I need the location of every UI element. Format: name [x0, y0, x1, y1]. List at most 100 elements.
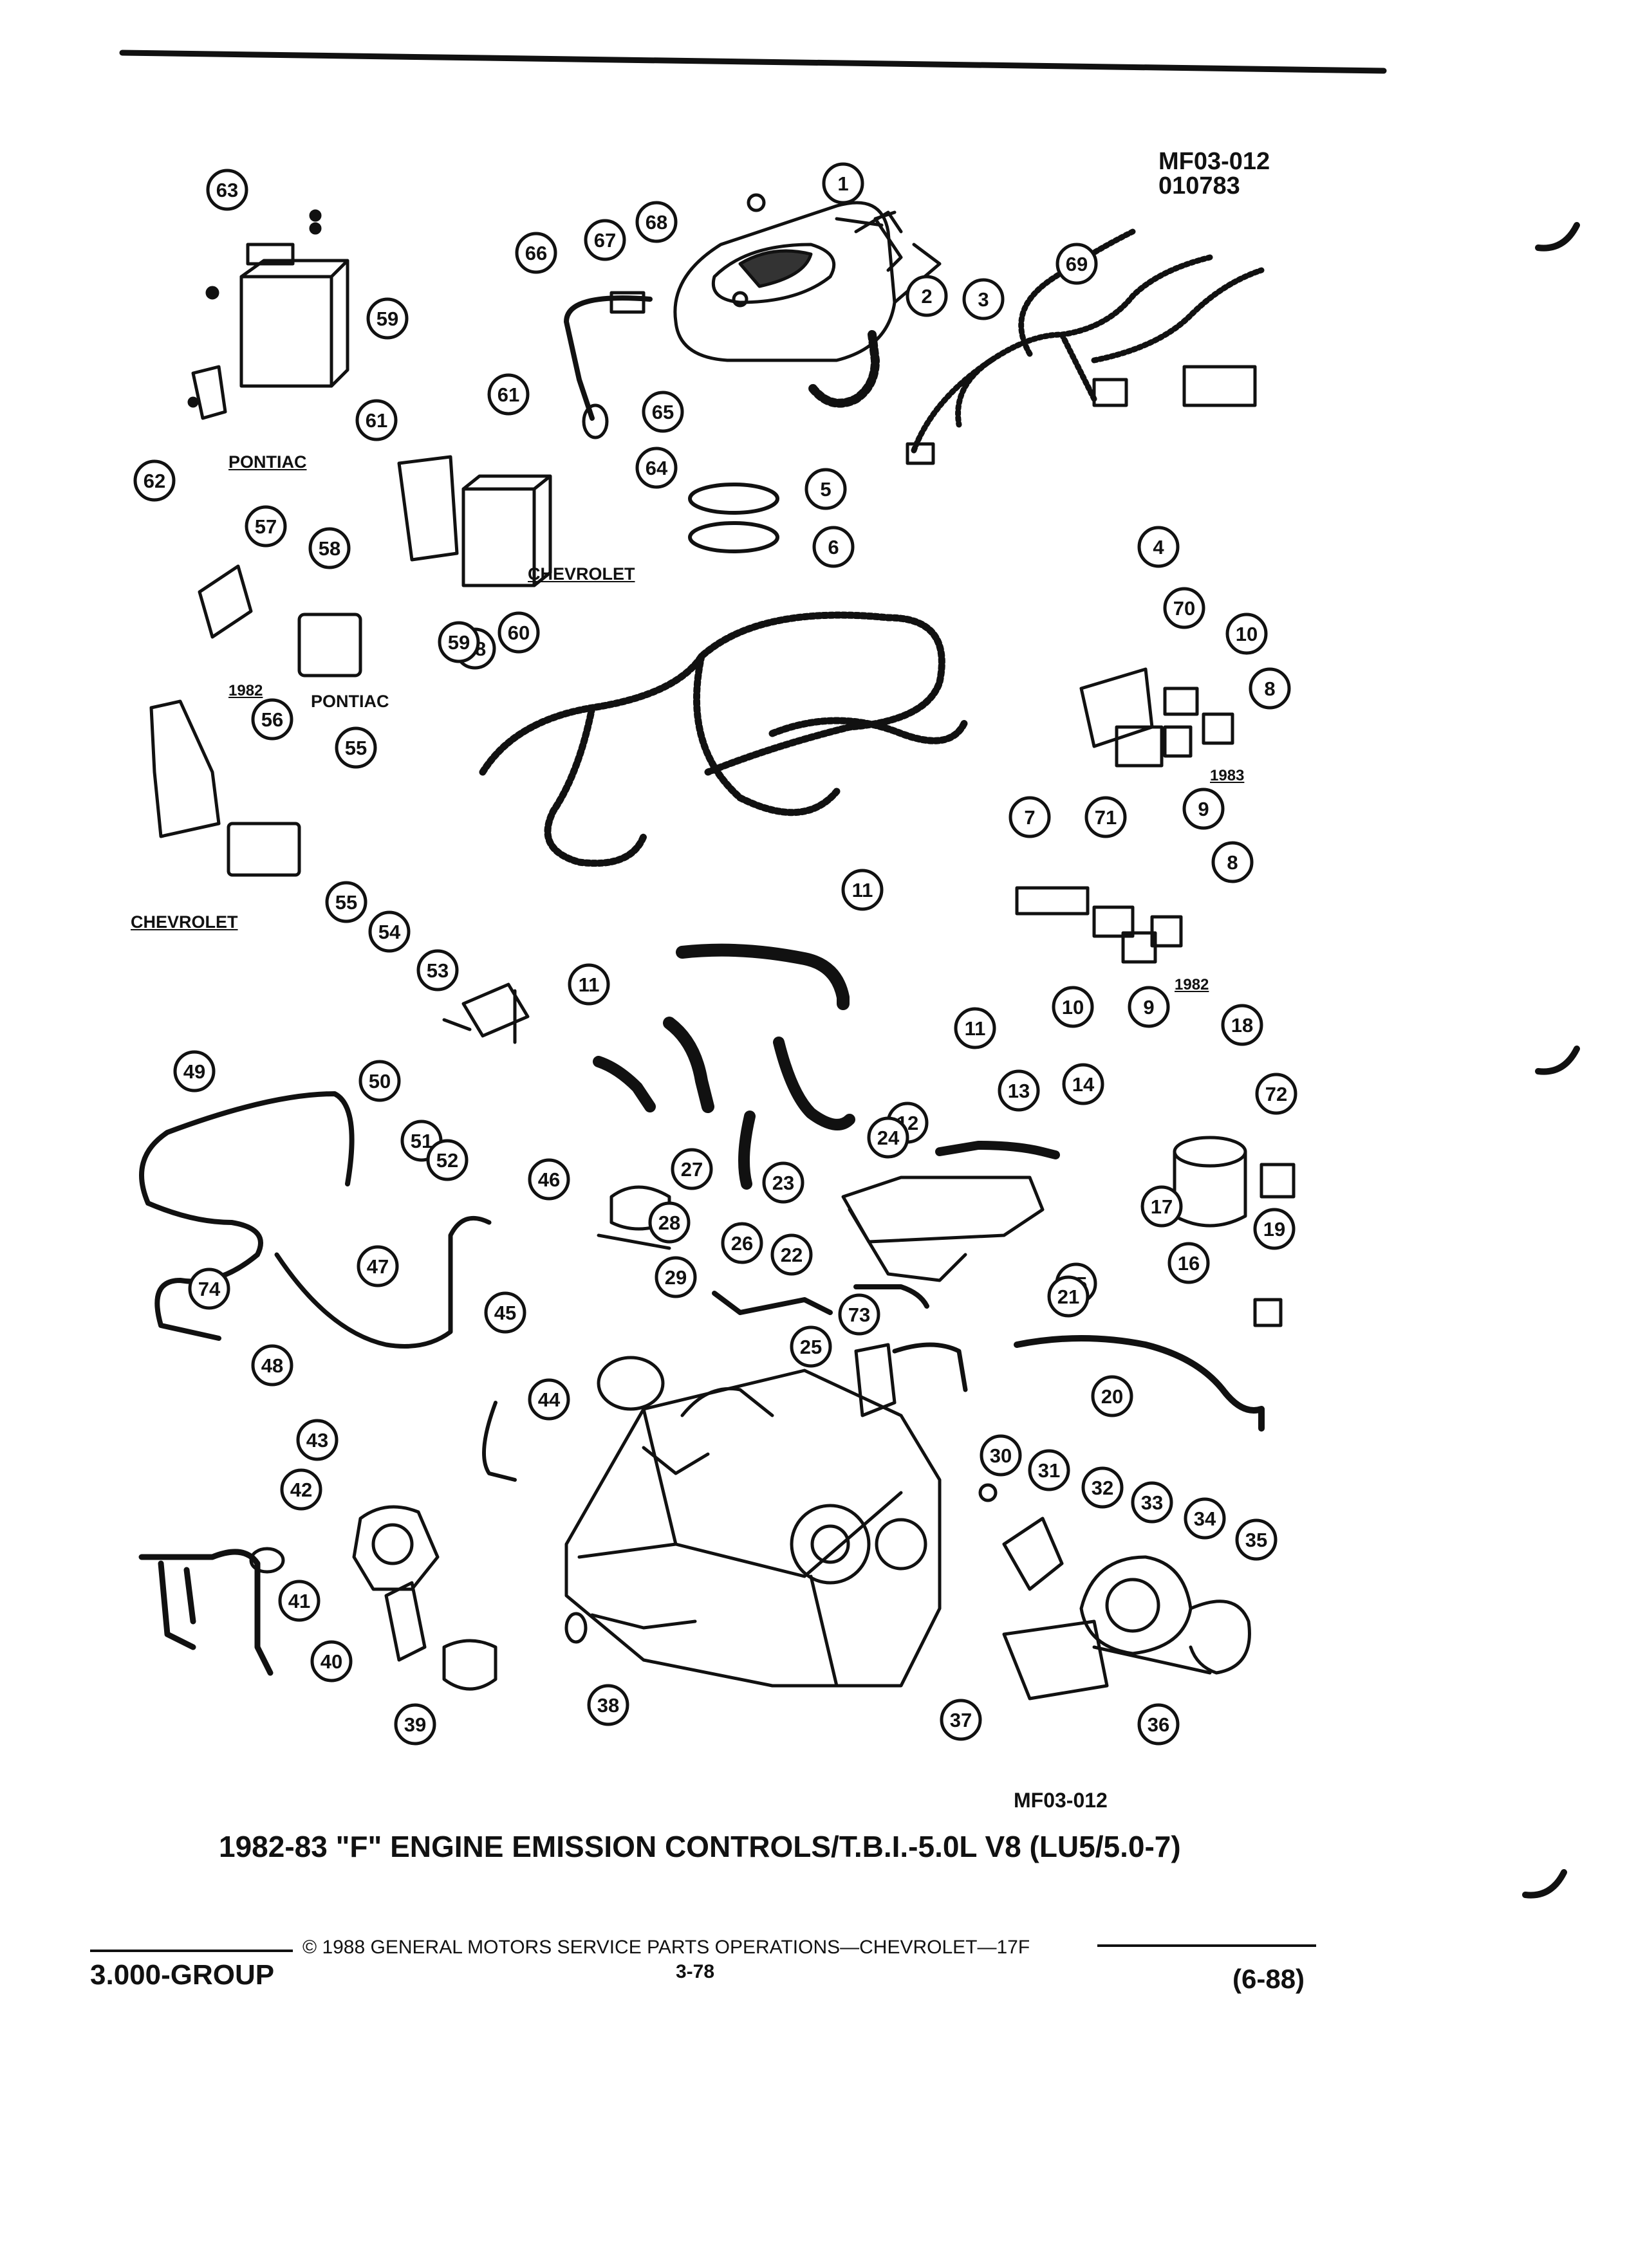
connector	[1092, 378, 1128, 407]
callout-71: 71	[1084, 796, 1127, 838]
pipe-41	[138, 1549, 274, 1676]
callout-circle	[278, 1580, 321, 1622]
callout-number: 48	[261, 1354, 283, 1377]
callout-number: 16	[1178, 1252, 1200, 1275]
callout-circle	[648, 1201, 691, 1244]
callout-54: 54	[368, 910, 411, 953]
callout-number: 21	[1057, 1286, 1079, 1308]
callout-46: 46	[528, 1158, 570, 1201]
callout-number: 72	[1265, 1083, 1287, 1105]
callout-number: 8	[1227, 851, 1238, 874]
callout-number: 52	[436, 1149, 458, 1172]
callout-10: 10	[1052, 986, 1094, 1028]
callout-number: 41	[288, 1590, 310, 1612]
callout-circle	[1062, 1063, 1104, 1105]
callout-11: 11	[954, 1007, 996, 1049]
air-pump-assembly	[1002, 1517, 1251, 1701]
gasket	[688, 483, 779, 515]
callout-number: 74	[198, 1278, 221, 1300]
sensor-wire-44	[482, 1401, 517, 1482]
callout-number: 37	[950, 1709, 972, 1731]
label-1983: 1983	[1210, 767, 1245, 784]
callout-number: 8	[1264, 678, 1275, 700]
callout-34: 34	[1184, 1497, 1226, 1540]
callout-circle	[867, 1116, 909, 1159]
callout-22: 22	[770, 1233, 813, 1276]
callout-number: 46	[538, 1168, 560, 1191]
callout-17: 17	[1140, 1185, 1183, 1228]
vacuum-connector-67	[609, 291, 646, 314]
engine-block	[564, 1356, 942, 1688]
callout-circle	[355, 399, 398, 441]
hose-12	[676, 943, 850, 1010]
callout-circle	[906, 275, 948, 317]
callout-number: 44	[538, 1388, 561, 1411]
callout-circle	[426, 1139, 469, 1181]
callout-number: 24	[877, 1127, 900, 1149]
callout-circle	[841, 869, 884, 911]
callout-59: 59	[366, 297, 409, 340]
callout-circle	[528, 1378, 570, 1421]
callout-14: 14	[1062, 1063, 1104, 1105]
footer-copyright: © 1988 GENERAL MOTORS SERVICE PARTS OPER…	[302, 1937, 1030, 1958]
callout-number: 3	[978, 288, 989, 311]
callout-circle	[245, 505, 287, 548]
callout-circle	[635, 447, 678, 489]
callout-24: 24	[867, 1116, 909, 1159]
bracket-40	[384, 1581, 427, 1662]
callout-circle	[251, 1344, 293, 1387]
hose-24	[773, 1037, 855, 1130]
callout-circle	[1081, 1466, 1124, 1509]
callout-circle	[1225, 613, 1268, 655]
callout-circle	[770, 1233, 813, 1276]
module-55-chev	[227, 822, 301, 877]
callout-circle	[790, 1325, 832, 1368]
hose-26	[738, 1111, 756, 1190]
callout-64: 64	[635, 447, 678, 489]
callout-circle	[357, 1245, 399, 1287]
bracket-57	[198, 564, 253, 639]
callout-number: 50	[369, 1070, 391, 1093]
callout-21: 21	[1047, 1275, 1090, 1318]
callout-circle	[804, 468, 847, 510]
callout-3: 3	[962, 278, 1005, 320]
callout-number: 10	[1236, 623, 1258, 645]
callout-number: 19	[1263, 1218, 1285, 1240]
gasket	[688, 521, 779, 553]
callout-circle	[308, 527, 351, 569]
callout-circle	[358, 1060, 401, 1102]
callout-circle	[206, 169, 248, 211]
callout-number: 68	[646, 211, 667, 234]
hose-27	[663, 1017, 714, 1113]
callout-55: 55	[335, 726, 377, 769]
callout-circle	[310, 1640, 353, 1683]
callout-circle	[568, 963, 610, 1006]
check-valve-42	[249, 1547, 285, 1574]
canister-18	[1173, 1136, 1247, 1228]
callout-circle	[1221, 1004, 1263, 1046]
connector-block	[1182, 365, 1257, 407]
connector-19	[1253, 1298, 1283, 1327]
callout-number: 57	[255, 515, 277, 538]
callout-33: 33	[1131, 1481, 1173, 1524]
plug-38	[564, 1612, 588, 1644]
callout-circle	[173, 1050, 216, 1093]
callout-number: 18	[1231, 1014, 1253, 1037]
callout-number: 54	[378, 921, 401, 943]
callout-circle	[587, 1684, 629, 1726]
callout-circle	[1131, 1481, 1173, 1524]
callout-30: 30	[980, 1434, 1022, 1477]
callout-40: 40	[310, 1640, 353, 1683]
plenum-23	[841, 1175, 1045, 1282]
callout-circle	[962, 278, 1005, 320]
callout-35: 35	[1235, 1518, 1278, 1561]
callout-45: 45	[484, 1291, 526, 1334]
callout-circle	[1249, 667, 1291, 710]
callout-number: 55	[335, 891, 357, 914]
footer-rule-left	[90, 1950, 293, 1952]
scan-mark	[1535, 1046, 1580, 1075]
callout-circle	[642, 391, 684, 433]
callout-38: 38	[587, 1684, 629, 1726]
connector	[906, 442, 935, 465]
